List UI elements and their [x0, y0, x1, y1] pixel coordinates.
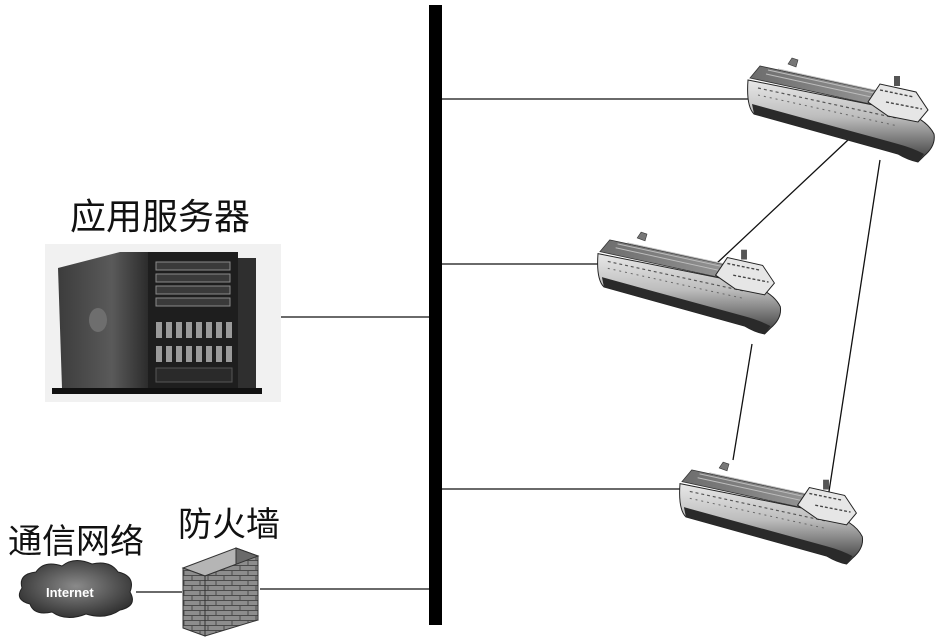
connection-lines: [136, 98, 881, 593]
server-label: 应用服务器: [70, 197, 250, 238]
brick-firewall-icon: [181, 547, 260, 637]
link-ship-top-mid: [715, 139, 849, 265]
ship-icon-middle: [596, 231, 782, 335]
internet-cloud-icon: Internet: [18, 560, 133, 618]
ship-icon-bottom: [678, 461, 864, 565]
cloud-label: Internet: [46, 585, 94, 600]
tower-server-icon: [45, 244, 281, 402]
firewall-label: 防火墙: [178, 505, 280, 545]
network-label: 通信网络: [8, 522, 144, 562]
network-bus: [429, 5, 442, 625]
link-ship-mid-bottom: [732, 343, 753, 461]
link-ship-top-bottom: [827, 159, 881, 499]
